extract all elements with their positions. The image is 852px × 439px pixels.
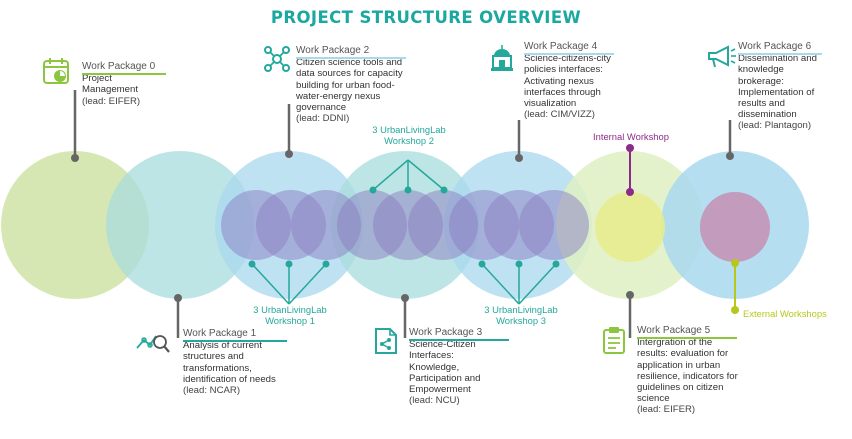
external-workshop-connector xyxy=(731,259,739,314)
ull-dot xyxy=(440,186,448,194)
building-icon xyxy=(490,44,514,77)
ull-dot xyxy=(404,186,412,194)
wp3-description: Science-Citizen Interfaces: Knowledge, P… xyxy=(409,339,481,396)
inner-circle xyxy=(519,190,589,260)
ull3-line2: Workshop 3 xyxy=(496,315,546,326)
ull-dot xyxy=(285,260,293,268)
external-workshop-label: External Workshops xyxy=(743,308,827,319)
wp5-label: Work Package 5 Intergration of the resul… xyxy=(637,325,741,416)
ull-connectors xyxy=(251,159,557,305)
ull2-line2: Workshop 2 xyxy=(384,135,434,146)
wp0-title: Work Package 0 xyxy=(82,61,156,72)
wp1-description: Analysis of current structures and trans… xyxy=(183,340,276,385)
wp4-description: Science-citizens-city policies interface… xyxy=(524,53,611,110)
megaphone-icon xyxy=(706,44,738,75)
wp4-title: Work Package 4 xyxy=(524,41,598,52)
wp2-title: Work Package 2 xyxy=(296,45,370,56)
wp0-label: Work Package 0 Project Management (lead:… xyxy=(82,61,168,107)
clipboard-icon xyxy=(602,326,626,359)
wp6-title: Work Package 6 xyxy=(738,41,812,52)
ull3-label: 3 UrbanLivingLab Workshop 3 xyxy=(471,304,571,326)
ull-dots xyxy=(248,186,560,268)
wp3-lead: (lead: NCU) xyxy=(409,395,460,407)
external-workshop-circle xyxy=(700,192,770,262)
wp0-circle xyxy=(1,151,149,299)
document-share-icon xyxy=(374,327,398,360)
wp2-lead: (lead: DDNI) xyxy=(296,113,350,125)
wp5-dot xyxy=(626,291,634,299)
ull1-connector xyxy=(288,263,327,305)
wp4-dot xyxy=(515,154,523,162)
wp0-dot xyxy=(71,154,79,162)
wp4-lead: (lead: CIM/VIZZ) xyxy=(524,109,595,121)
ull-dot xyxy=(369,186,377,194)
ull-dot xyxy=(248,260,256,268)
ull1-label: 3 UrbanLivingLab Workshop 1 xyxy=(240,304,340,326)
wp6-description: Dissemination and knowledge brokerage: I… xyxy=(738,53,817,121)
ull-dot xyxy=(552,260,560,268)
workshop-circles xyxy=(221,190,770,262)
calendar-icon xyxy=(42,56,72,91)
ull2-line1: 3 UrbanLivingLab xyxy=(372,124,446,135)
ull3-connector xyxy=(518,263,557,305)
wp0-underline xyxy=(82,73,166,75)
analytics-icon xyxy=(136,330,170,359)
work-package-connectors xyxy=(71,90,734,338)
external-workshop-dot xyxy=(731,306,739,314)
ull3-line1: 3 UrbanLivingLab xyxy=(484,304,558,315)
wp4-underline xyxy=(524,53,614,55)
wp2-description: Citizen science tools and data sources f… xyxy=(296,57,403,114)
internal-workshop-circle xyxy=(595,192,665,262)
wp4-label: Work Package 4 Science-citizens-city pol… xyxy=(524,41,624,120)
wp3-dot xyxy=(401,294,409,302)
wp3-underline xyxy=(409,339,509,341)
ull-dot xyxy=(478,260,486,268)
wp1-dot xyxy=(174,294,182,302)
ull1-line2: Workshop 1 xyxy=(265,315,315,326)
ull-dot xyxy=(515,260,523,268)
wp6-label: Work Package 6 Dissemination and knowled… xyxy=(738,41,834,132)
ull1-line1: 3 UrbanLivingLab xyxy=(253,304,327,315)
wp2-underline xyxy=(296,57,406,59)
ull1-connector xyxy=(251,263,290,305)
wp5-underline xyxy=(637,337,737,339)
wp6-dot xyxy=(726,152,734,160)
wp6-lead: (lead: Plantagon) xyxy=(738,120,812,132)
ull3-connector xyxy=(481,263,520,305)
wp5-description: Intergration of the results: evaluation … xyxy=(637,337,738,405)
internal-workshop-connector xyxy=(626,144,634,196)
internal-workshop-dot xyxy=(626,188,634,196)
page-title: PROJECT STRUCTURE OVERVIEW xyxy=(270,8,582,27)
ull2-connector xyxy=(407,159,445,191)
wp1-circle xyxy=(106,151,254,299)
ull2-label: 3 UrbanLivingLab Workshop 2 xyxy=(359,124,459,146)
wp6-underline xyxy=(738,53,822,55)
wp0-lead: (lead: EIFER) xyxy=(82,95,141,107)
wp5-title: Work Package 5 xyxy=(637,325,711,336)
ull2-connector xyxy=(372,159,409,191)
wp1-lead: (lead: NCAR) xyxy=(183,385,241,397)
wp1-label: Work Package 1 Analysis of current struc… xyxy=(183,328,287,396)
wp1-underline xyxy=(183,340,287,342)
internal-workshop-label: Internal Workshop xyxy=(593,131,669,142)
wp2-label: Work Package 2 Citizen science tools and… xyxy=(296,45,408,124)
wp1-title: Work Package 1 xyxy=(183,328,257,339)
wp2-dot xyxy=(285,150,293,158)
wp5-lead: (lead: EIFER) xyxy=(637,404,696,416)
wp0-description: Project Management xyxy=(82,73,138,96)
external-workshop-dot xyxy=(731,259,739,267)
internal-workshop-dot xyxy=(626,144,634,152)
ull-dot xyxy=(322,260,330,268)
network-icon xyxy=(262,44,292,79)
wp3-title: Work Package 3 xyxy=(409,327,483,338)
wp3-label: Work Package 3 Science-Citizen Interface… xyxy=(409,327,509,407)
